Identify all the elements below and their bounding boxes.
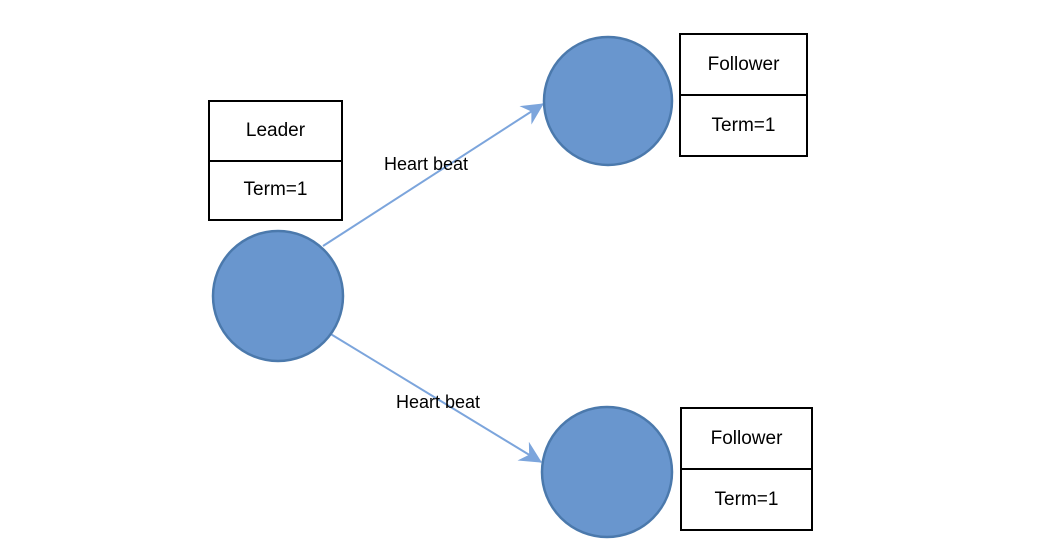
- follower-bottom-node-circle: [540, 405, 674, 539]
- follower-bottom-label-box: Follower Term=1: [680, 407, 813, 531]
- follower-top-label-box: Follower Term=1: [679, 33, 808, 157]
- follower-bottom-role-label: Follower: [682, 409, 811, 470]
- heartbeat-arrow-bottom: [328, 332, 542, 463]
- leader-label-box: Leader Term=1: [208, 100, 343, 221]
- heartbeat-label-bottom: Heart beat: [396, 392, 481, 412]
- follower-top-term-label: Term=1: [711, 114, 776, 136]
- heartbeat-arrow-top: [322, 103, 544, 247]
- follower-top-role-label: Follower: [681, 35, 806, 96]
- follower-top-node-circle: [542, 35, 674, 167]
- heartbeat-label-top: Heart beat: [384, 154, 469, 174]
- leader-role-label: Leader: [210, 102, 341, 162]
- leader-term-label: Term=1: [243, 179, 308, 201]
- follower-bottom-term-label: Term=1: [714, 488, 779, 510]
- leader-node-circle: [211, 229, 345, 363]
